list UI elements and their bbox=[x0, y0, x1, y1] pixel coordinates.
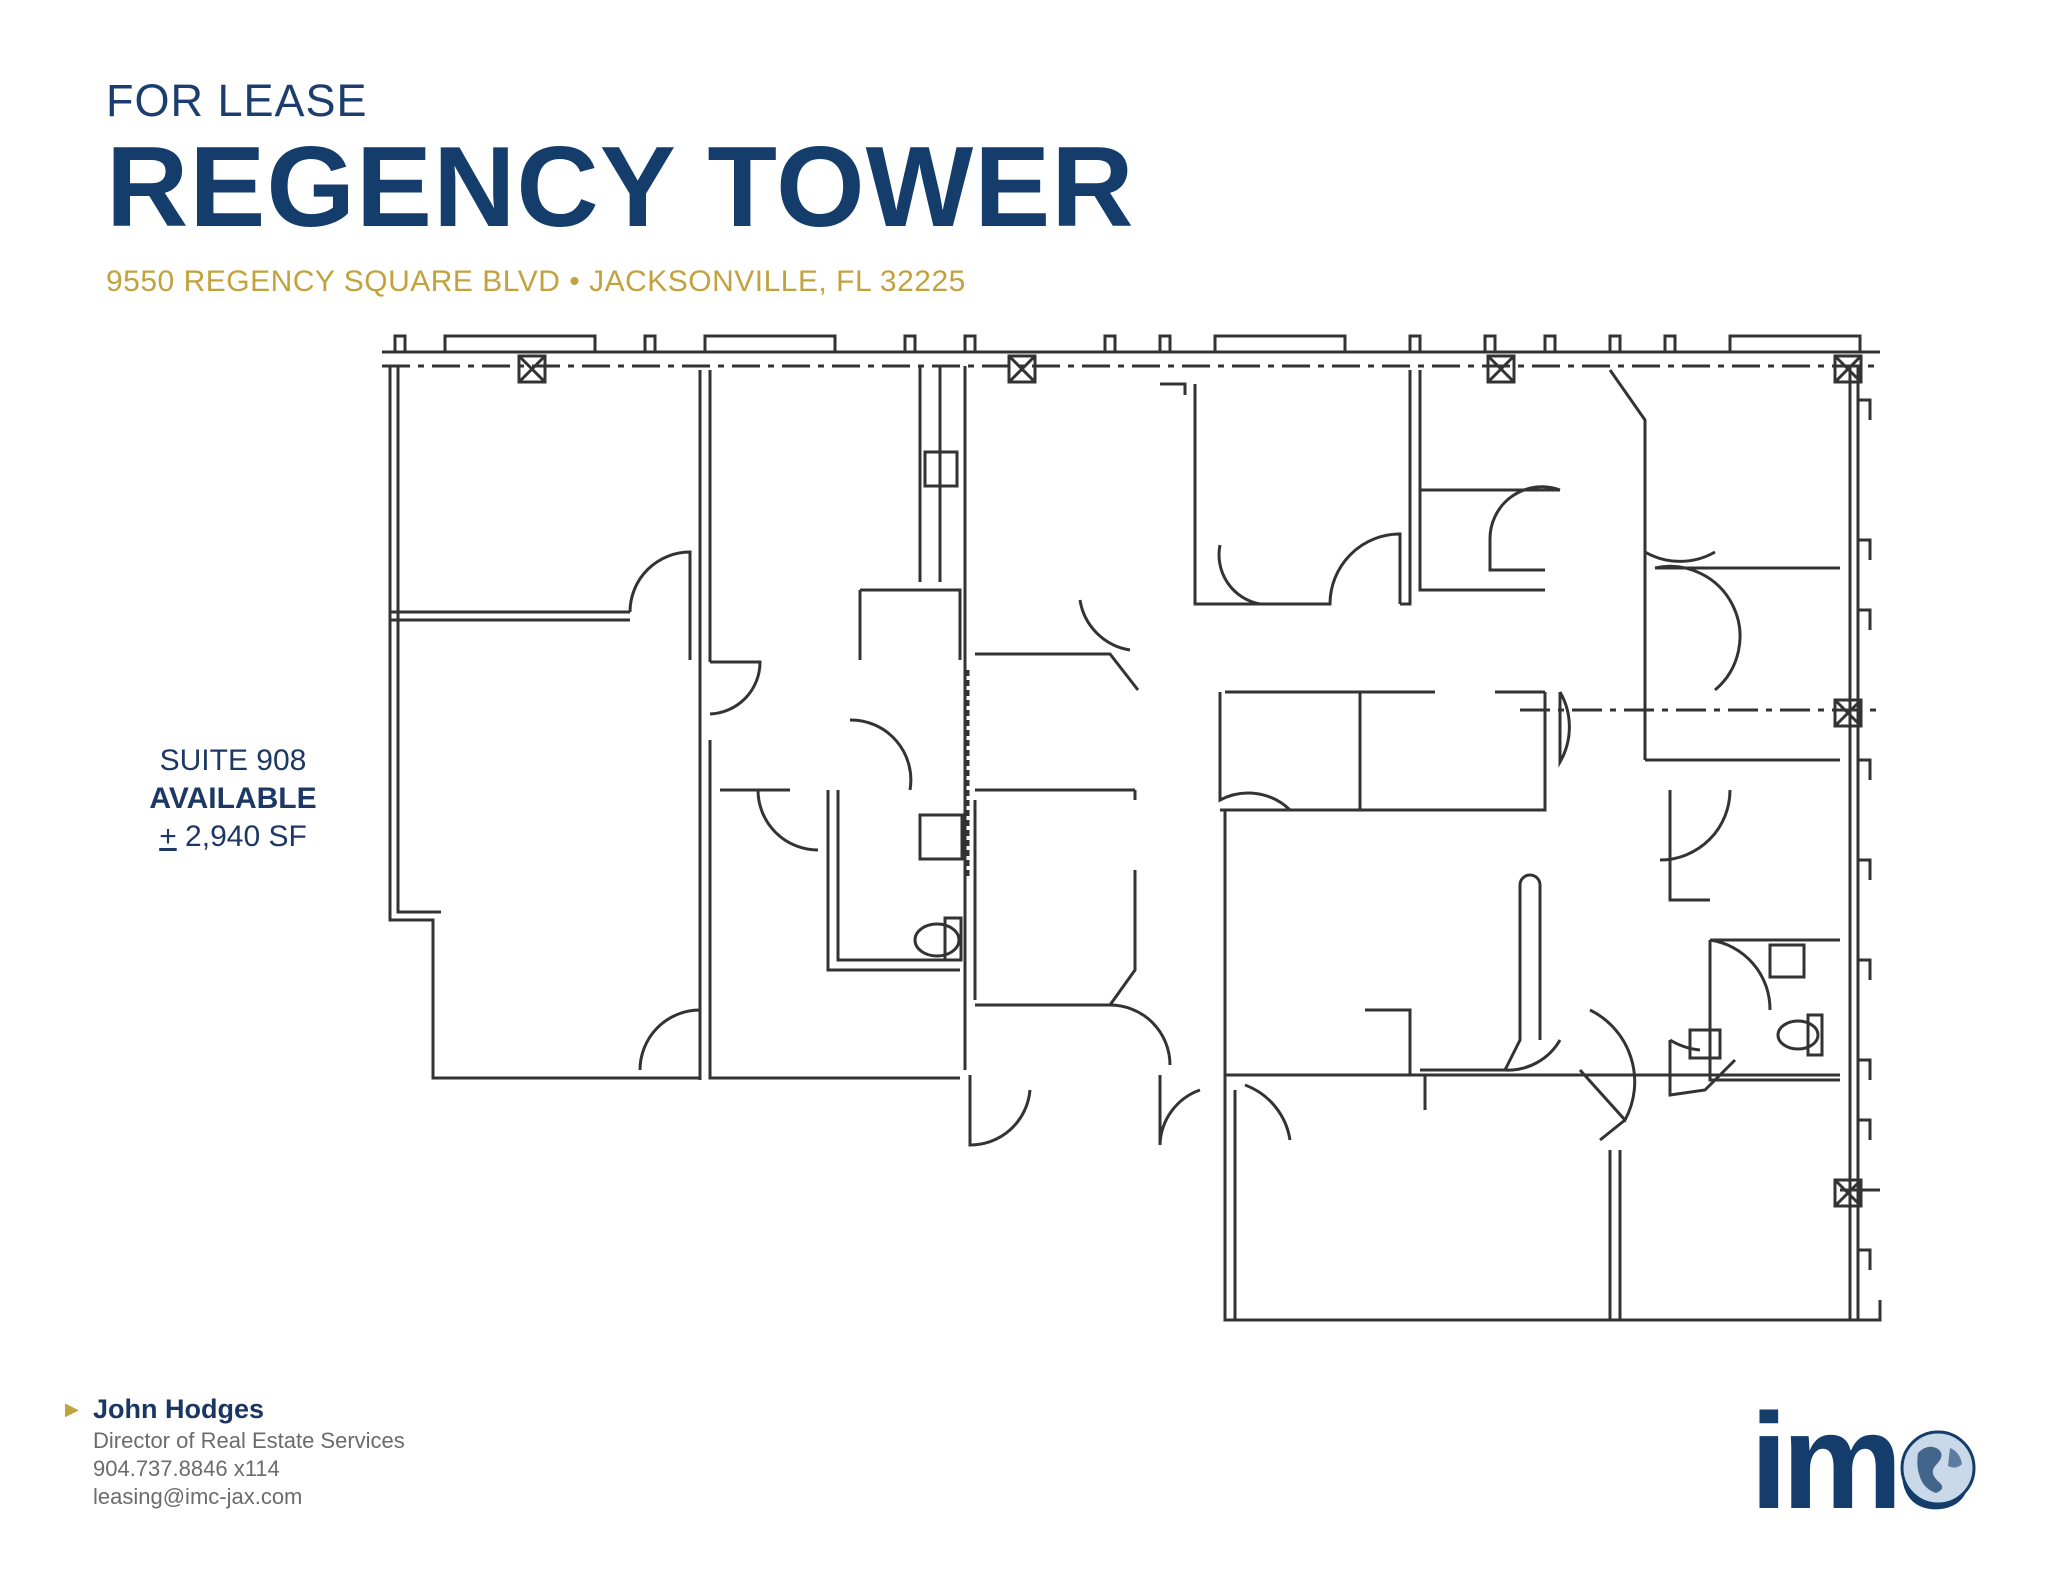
contact-name: John Hodges bbox=[93, 1394, 265, 1424]
triangle-bullet-icon: ▶ bbox=[65, 1398, 79, 1419]
page-title: REGENCY TOWER bbox=[106, 124, 1135, 251]
contact-email: leasing@imc-jax.com bbox=[93, 1483, 303, 1509]
contact-phone: 904.737.8846 x114 bbox=[93, 1455, 280, 1481]
contact-block: ▶ John Hodges Director of Real Estate Se… bbox=[65, 1392, 405, 1511]
suite-status: AVAILABLE bbox=[149, 781, 317, 815]
contact-name-row: ▶ John Hodges bbox=[65, 1392, 405, 1427]
suite-area: + 2,940 SF bbox=[140, 818, 326, 856]
column-markers bbox=[517, 354, 1863, 1208]
property-address: 9550 REGENCY SQUARE BLVD • JACKSONVILLE,… bbox=[106, 265, 966, 298]
suite-area-value: 2,940 SF bbox=[176, 819, 307, 853]
eyebrow-label: FOR LEASE bbox=[106, 75, 368, 126]
page-header: FOR LEASE REGENCY TOWER 9550 REGENCY SQU… bbox=[106, 78, 1135, 299]
contact-title: Director of Real Estate Services bbox=[93, 1427, 405, 1453]
plus-minus-sign: + bbox=[159, 819, 177, 853]
imc-logo: imc bbox=[1750, 1408, 1976, 1518]
suite-name: SUITE 908 bbox=[159, 744, 307, 777]
globe-icon bbox=[1900, 1430, 1976, 1506]
suite-info: SUITE 908 AVAILABLE + 2,940 SF bbox=[140, 742, 326, 855]
